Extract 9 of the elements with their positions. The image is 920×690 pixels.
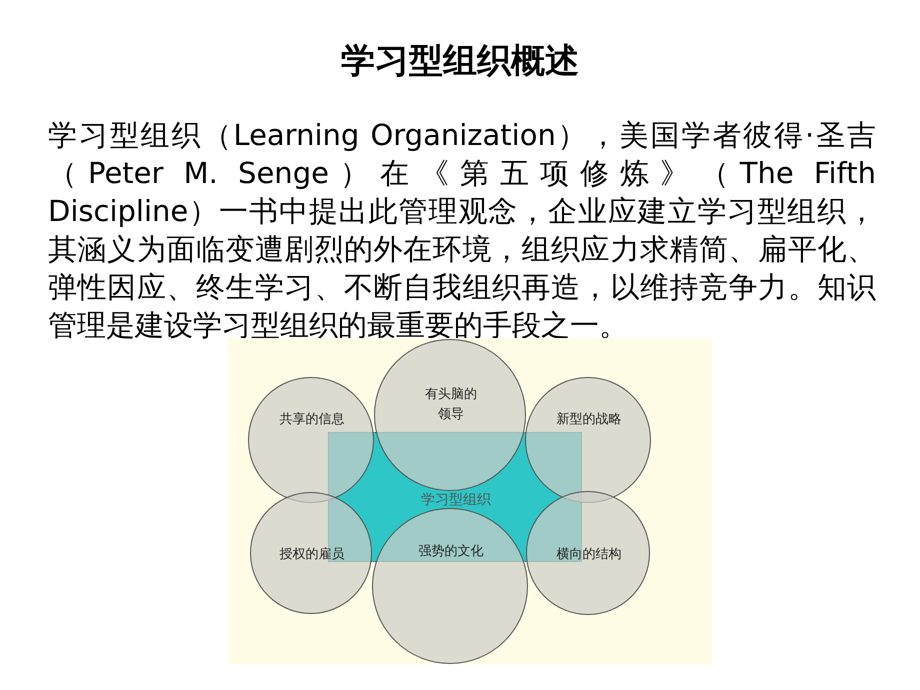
circle-label: 新型的战略 — [556, 411, 622, 429]
body-paragraph: 学习型组织（Learning Organization），美国学者彼得·圣吉（Peter M. Senge）在《第五项修炼》（The Fifth Discipline）一书中提出此管理观念，企业应建立学习型组织，其涵义为面临变遭剧烈的外在环境，组织应力求精简、扁平化、弹性因应、终生学习、不断自我组织再造，以维持竞争力。知识管理是建设学习型组织的最重要的手段之一。 — [48, 117, 876, 344]
circle-label: 授权的雇员 — [279, 546, 345, 564]
center-label: 学习型组织 — [420, 491, 492, 509]
slide-title: 学习型组织概述 — [340, 40, 580, 83]
circle-label: 横向的结构 — [556, 546, 622, 564]
circle-label: 有头脑的领导 — [424, 386, 478, 424]
circle-label: 强势的文化 — [418, 543, 484, 561]
circle-label: 共享的信息 — [278, 411, 346, 429]
